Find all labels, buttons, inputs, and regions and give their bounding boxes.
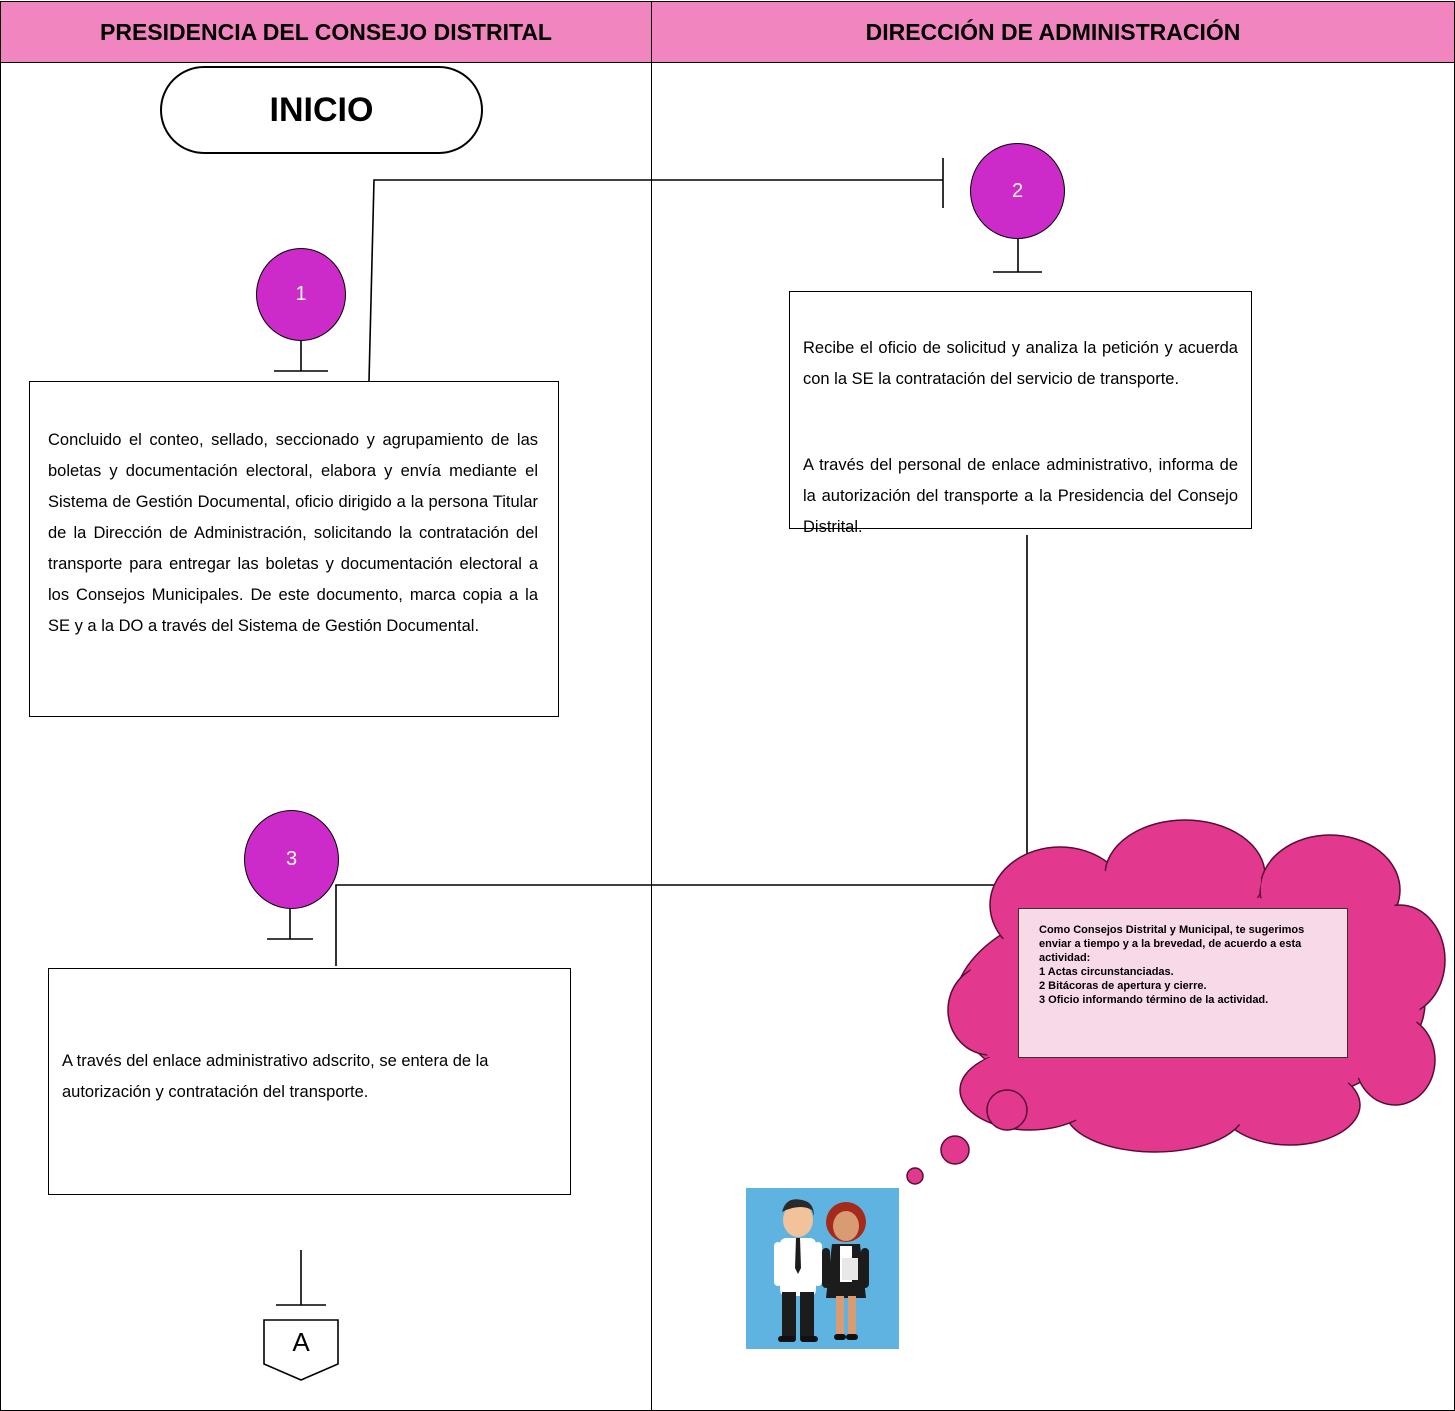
tip-item-2: 2 Bitácoras de apertura y cierre.: [1039, 980, 1207, 992]
step-2-circle: 2: [970, 143, 1065, 239]
flow-line-1-to-2: [368, 179, 943, 382]
step-1-box: Concluido el conteo, sellado, seccionado…: [29, 381, 559, 717]
step-2-box: Recibe el oficio de solicitud y analiza …: [789, 291, 1252, 536]
tip-box: Como Consejos Distrital y Municipal, te …: [1018, 908, 1348, 1058]
start-terminal: INICIO: [160, 66, 483, 154]
thought-bubbles: [906, 1089, 1028, 1185]
step-1-circle: 1: [256, 248, 346, 341]
step-3-circle: 3: [244, 810, 339, 909]
man-figure: [774, 1199, 822, 1342]
tip-item-3: 3 Oficio informando término de la activi…: [1039, 994, 1269, 1006]
lane-header-presidencia: PRESIDENCIA DEL CONSEJO DISTRITAL: [0, 1, 652, 63]
lane-header-administracion: DIRECCIÓN DE ADMINISTRACIÓN: [651, 1, 1455, 63]
step-3-box: A través del enlace administrativo adscr…: [48, 968, 571, 1195]
connector-shape: [263, 1319, 339, 1381]
step-2-text: Recibe el oficio de solicitud y analiza …: [803, 339, 1238, 388]
step-3-text: A través del enlace administrativo adscr…: [62, 1052, 489, 1101]
step-1-text: Concluido el conteo, sellado, seccionado…: [48, 431, 538, 635]
tip-item-1: 1 Actas circunstanciadas.: [1039, 966, 1174, 978]
connector-label: A: [292, 1326, 310, 1357]
flow-line-2-to-3: [335, 535, 1028, 966]
tip-intro: Como Consejos Distrital y Municipal, te …: [1039, 924, 1305, 964]
woman-figure: [822, 1202, 869, 1340]
people-illustration: [746, 1188, 899, 1349]
step-2-text-2: A través del personal de enlace administ…: [803, 456, 1238, 536]
people-icon: [774, 1199, 869, 1342]
